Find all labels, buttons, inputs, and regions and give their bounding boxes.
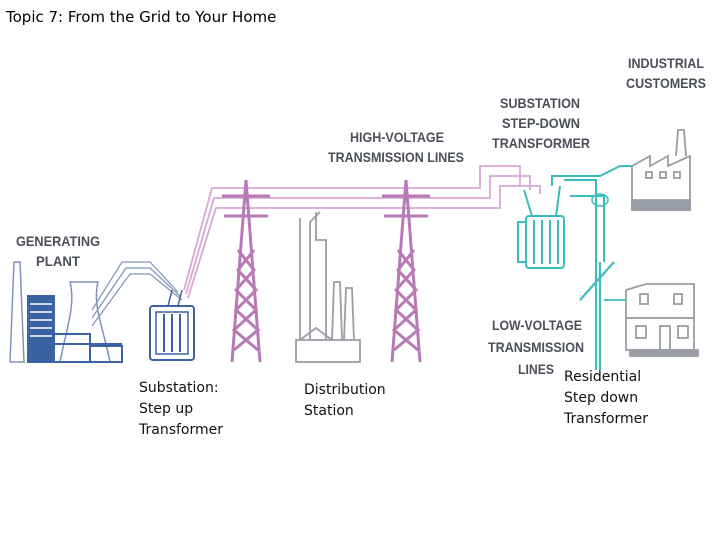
- high-voltage-wires: [183, 165, 541, 299]
- industrial-building: [631, 129, 691, 211]
- svg-text:PLANT: PLANT: [36, 253, 80, 269]
- label-substation-stepdown: SUBSTATION STEP-DOWN TRANSFORMER: [492, 95, 590, 151]
- label-industrial: INDUSTRIAL CUSTOMERS: [626, 55, 706, 91]
- svg-text:TRANSMISSION: TRANSMISSION: [488, 339, 584, 355]
- svg-text:HIGH-VOLTAGE: HIGH-VOLTAGE: [350, 129, 444, 145]
- svg-text:LOW-VOLTAGE: LOW-VOLTAGE: [492, 317, 582, 333]
- substation-stepdown-transformer: [517, 165, 632, 370]
- tower-left: [222, 179, 270, 363]
- svg-text:CUSTOMERS: CUSTOMERS: [626, 75, 706, 91]
- house: [604, 283, 699, 357]
- svg-text:INDUSTRIAL: INDUSTRIAL: [628, 55, 704, 71]
- caption-distribution: Distribution Station: [304, 382, 386, 419]
- caption-residential: Residential Step down Transformer: [564, 369, 649, 427]
- svg-text:TRANSMISSION LINES: TRANSMISSION LINES: [328, 149, 464, 165]
- label-high-voltage: HIGH-VOLTAGE TRANSMISSION LINES: [328, 129, 464, 165]
- generating-plant: [9, 261, 183, 363]
- svg-text:GENERATING: GENERATING: [16, 233, 100, 249]
- label-low-voltage: LOW-VOLTAGE TRANSMISSION LINES: [488, 317, 584, 377]
- tower-right: [382, 179, 430, 363]
- svg-text:TRANSFORMER: TRANSFORMER: [492, 135, 590, 151]
- step-up-transformer: [149, 289, 195, 361]
- svg-text:SUBSTATION: SUBSTATION: [500, 95, 580, 111]
- page-title: Topic 7: From the Grid to Your Home: [6, 8, 277, 26]
- caption-substation: Substation: Step up Transformer: [139, 380, 224, 438]
- low-voltage-pole: [579, 193, 615, 370]
- distribution-station: [295, 211, 361, 363]
- svg-text:STEP-DOWN: STEP-DOWN: [502, 115, 580, 131]
- svg-text:LINES: LINES: [518, 361, 554, 377]
- label-generating-plant: GENERATING PLANT: [16, 233, 100, 269]
